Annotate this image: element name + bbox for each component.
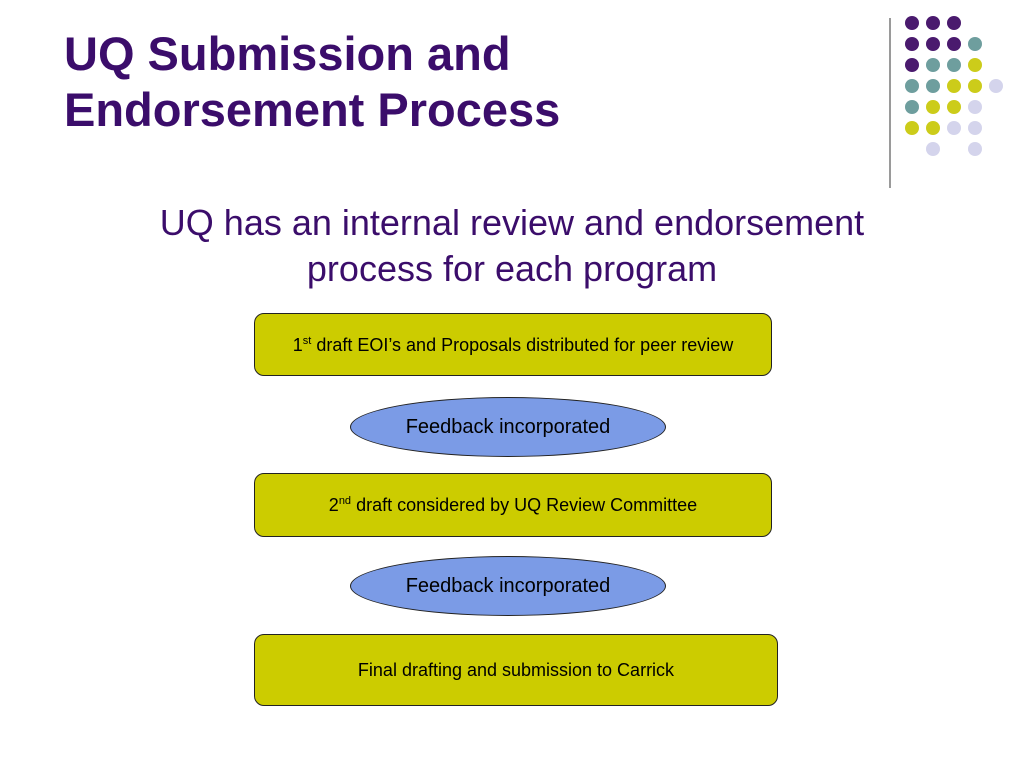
decorative-dot <box>968 121 982 135</box>
decorative-dot <box>926 37 940 51</box>
step-second-draft-ordinal: nd <box>338 495 352 507</box>
feedback-oval-1: Feedback incorporated <box>350 397 666 457</box>
slide-subtitle: UQ has an internal review and endorsemen… <box>60 200 964 292</box>
step-box-final-submission: Final drafting and submission to Carrick <box>254 634 778 706</box>
subtitle-line-1: UQ has an internal review and endorsemen… <box>159 202 865 243</box>
decorative-dot <box>905 121 919 135</box>
step-first-draft-text: 1st draft EOI’s and Proposals distribute… <box>293 334 733 356</box>
subtitle-line-2: process for each program <box>306 248 718 289</box>
step-box-second-draft: 2nd draft considered by UQ Review Commit… <box>254 473 772 537</box>
title-line-1: UQ Submission and <box>64 27 511 80</box>
decorative-dot <box>989 79 1003 93</box>
decorative-dot <box>905 58 919 72</box>
decorative-dot <box>968 100 982 114</box>
decorative-dot <box>926 142 940 156</box>
step-first-draft-number: 1 <box>292 334 303 355</box>
decorative-dot <box>947 16 961 30</box>
decorative-dot <box>947 100 961 114</box>
decorative-dot <box>905 37 919 51</box>
slide-title: UQ Submission and Endorsement Process <box>64 26 864 138</box>
decorative-dot <box>968 79 982 93</box>
step-second-draft-number: 2 <box>328 495 339 515</box>
step-first-draft-ordinal: st <box>302 334 312 347</box>
decorative-dot <box>968 37 982 51</box>
decorative-dot <box>905 100 919 114</box>
decorative-dot <box>905 16 919 30</box>
decorative-dot <box>926 16 940 30</box>
decorative-dot <box>968 58 982 72</box>
decorative-dot <box>926 58 940 72</box>
step-second-draft-label: draft considered by UQ Review Committee <box>351 495 698 515</box>
decorative-dot <box>947 37 961 51</box>
feedback-oval-2: Feedback incorporated <box>350 556 666 616</box>
step-box-first-draft: 1st draft EOI’s and Proposals distribute… <box>254 313 772 376</box>
decorative-dot <box>926 121 940 135</box>
decorative-dot <box>926 100 940 114</box>
feedback-label-2: Feedback incorporated <box>405 574 611 597</box>
decorative-dot <box>968 142 982 156</box>
decorative-dot <box>947 121 961 135</box>
decorative-dot <box>905 79 919 93</box>
title-line-2: Endorsement Process <box>64 83 561 136</box>
decorative-dot <box>926 79 940 93</box>
step-final-submission-label: Final drafting and submission to Carrick <box>357 660 675 680</box>
decorative-dot <box>947 58 961 72</box>
title-divider-line <box>889 18 891 188</box>
decorative-dot <box>947 79 961 93</box>
step-first-draft-label: draft EOI’s and Proposals distributed fo… <box>311 334 734 355</box>
step-second-draft-text: 2nd draft considered by UQ Review Commit… <box>329 494 697 516</box>
feedback-label-1: Feedback incorporated <box>405 415 611 438</box>
